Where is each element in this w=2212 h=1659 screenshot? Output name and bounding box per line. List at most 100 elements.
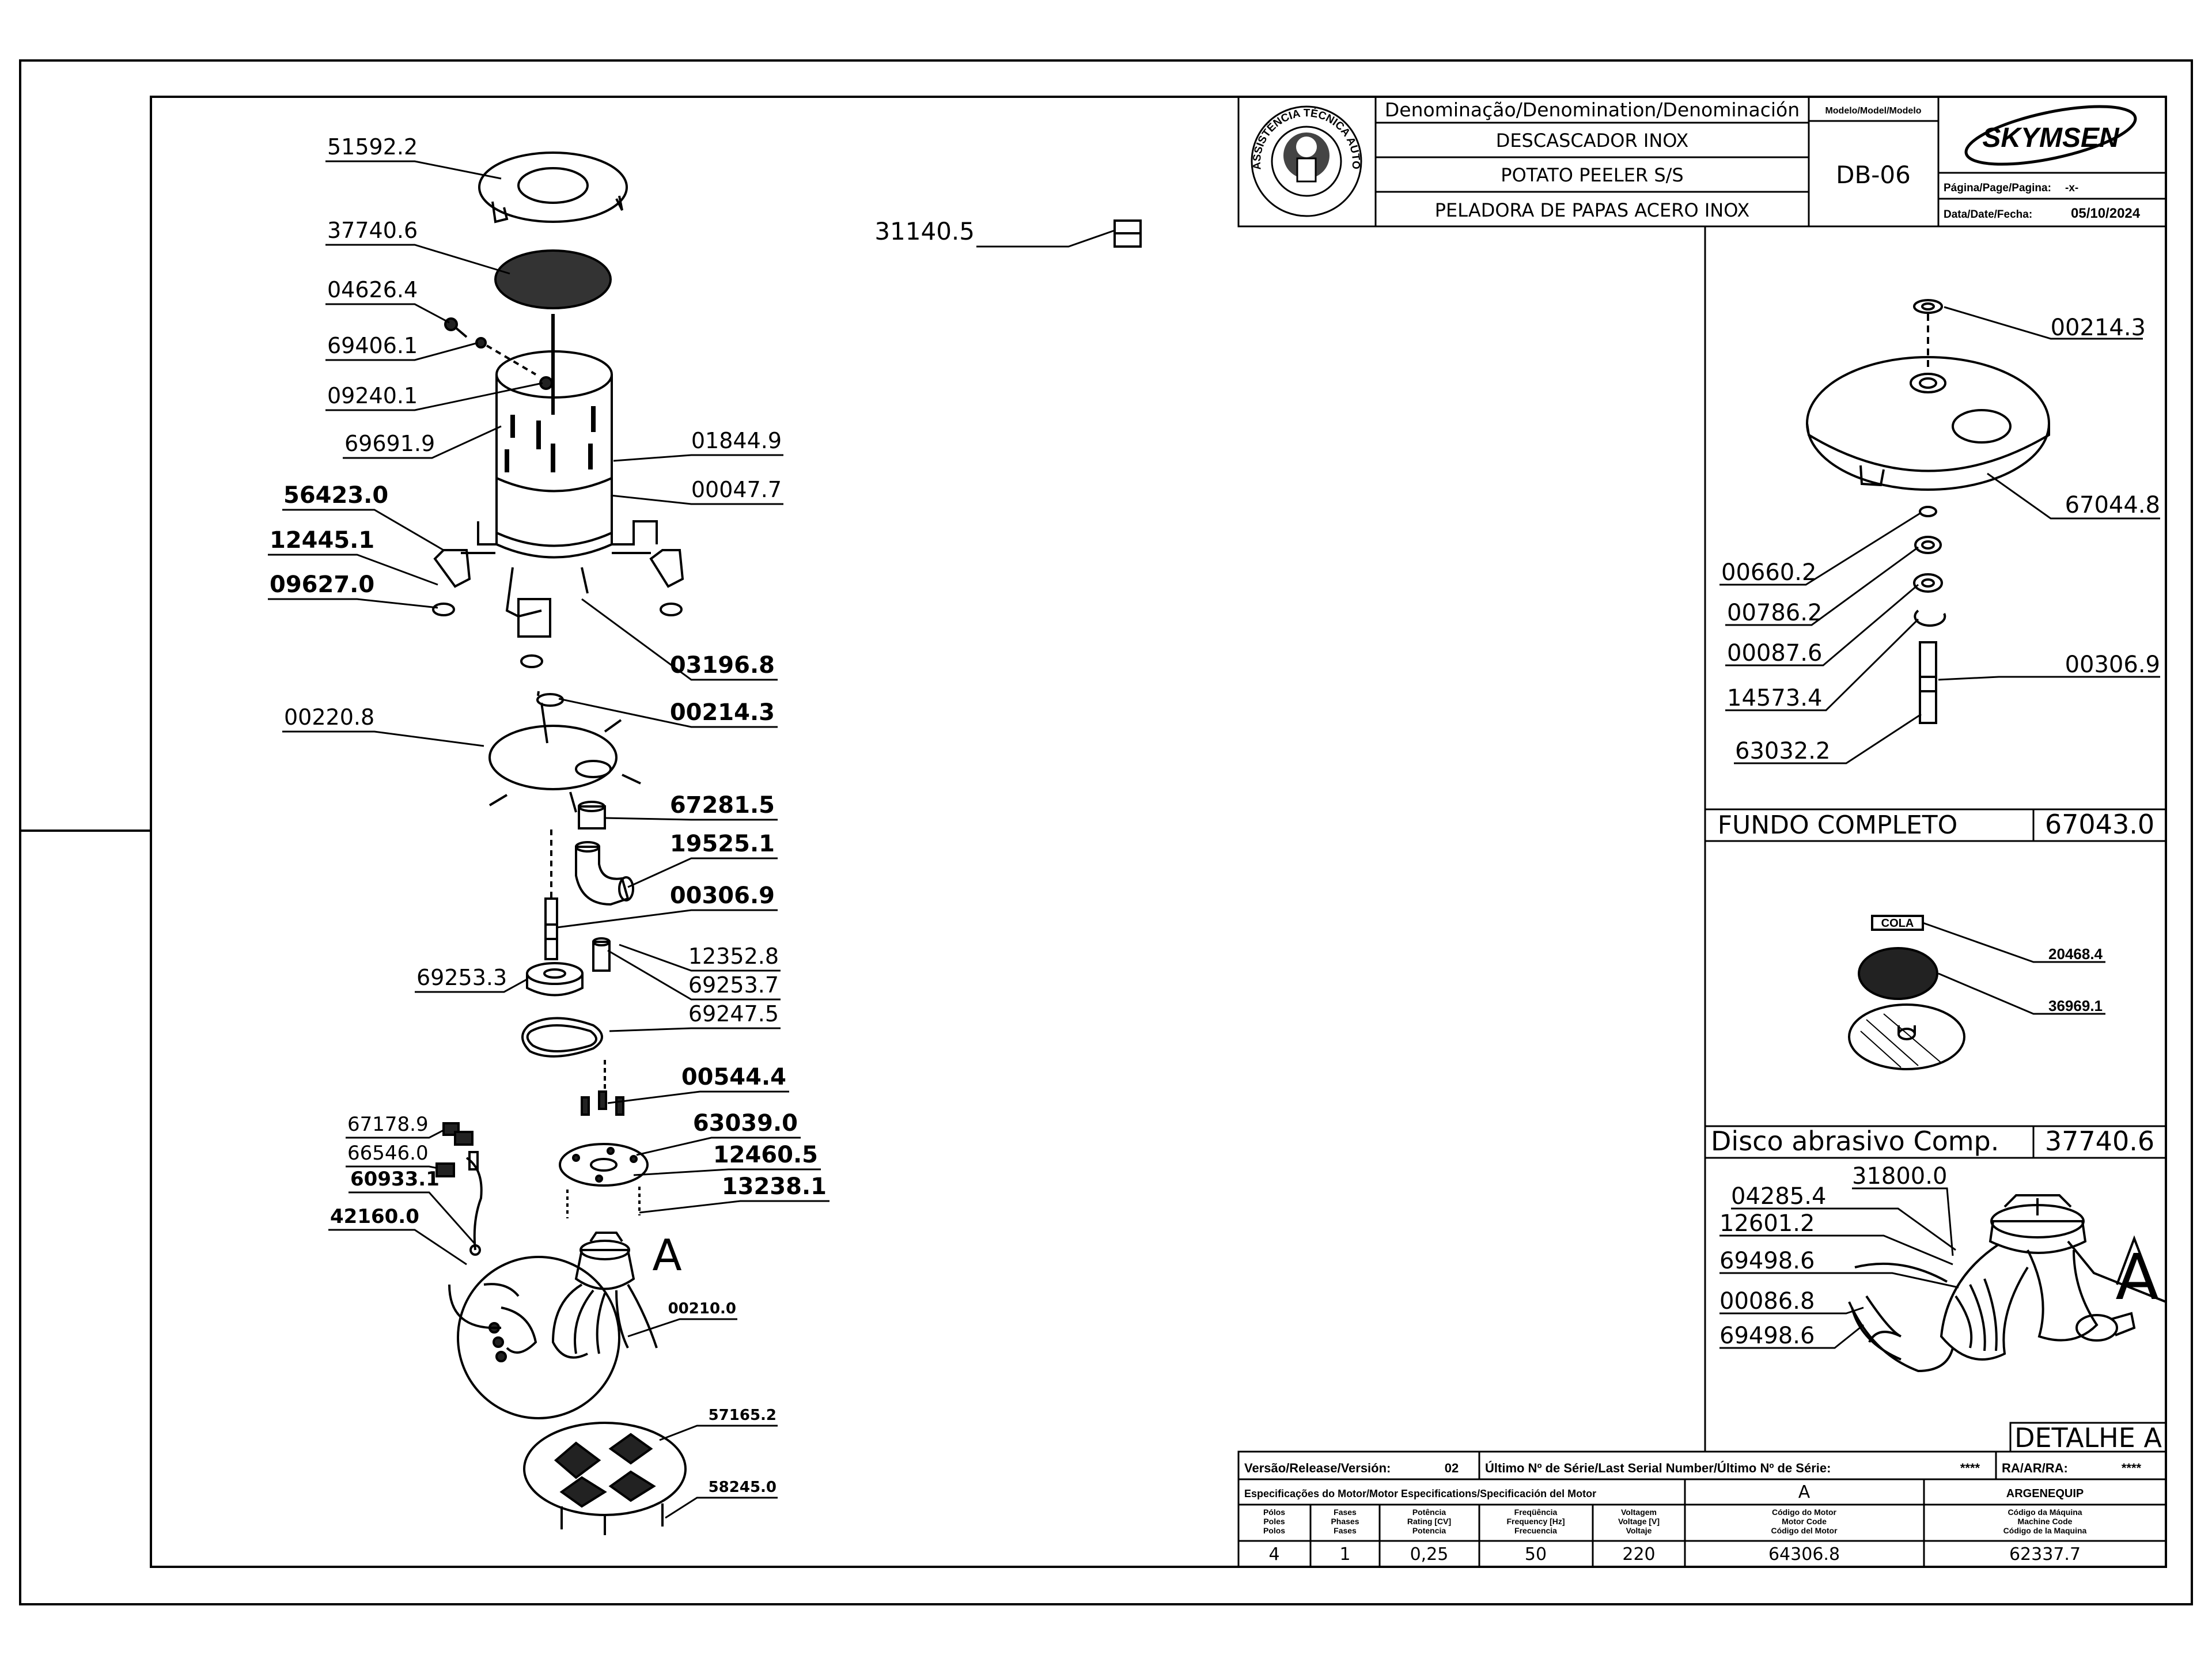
- column-value: 62337.7: [2009, 1544, 2081, 1565]
- part-label-19525-1: 19525.1: [670, 831, 775, 857]
- name-pt: DESCASCADOR INOX: [1496, 130, 1689, 151]
- part-label-00306-9: 00306.9: [670, 882, 775, 909]
- fundo-drawing: [1806, 299, 2050, 724]
- disco-drawing: [1848, 915, 1965, 1070]
- part-label-00544-4: 00544.4: [681, 1064, 786, 1090]
- column-header-line: Rating [CV]: [1407, 1517, 1451, 1526]
- part-label-69406-1: 69406.1: [327, 333, 418, 358]
- part-label-67178-9: 67178.9: [347, 1113, 429, 1136]
- column-value: 220: [1622, 1544, 1655, 1565]
- skymsen-logo: SKYMSEN: [1964, 105, 2137, 166]
- column-header-line: Código del Motor: [1771, 1526, 1838, 1535]
- column-header-line: Polos: [1263, 1526, 1285, 1535]
- version-value: 02: [1445, 1461, 1459, 1475]
- ra-label: RA/AR/RA:: [2002, 1461, 2068, 1475]
- column-header-line: Frecuencia: [1514, 1526, 1557, 1535]
- motor-table: [1237, 1450, 2167, 1568]
- column-value: 0,25: [1410, 1544, 1449, 1565]
- fundo-label-63032-2: 63032.2: [1735, 738, 1830, 764]
- part-label-63039-0: 63039.0: [693, 1110, 798, 1137]
- detalhe-label-31800-0: 31800.0: [1852, 1163, 1947, 1190]
- part-label-12352-8: 12352.8: [688, 944, 779, 969]
- seal-text: ASSISTÊNCIA TÉCNICA AUTORIZADA: [0, 0, 1362, 171]
- column-header-line: Potência: [1412, 1508, 1446, 1517]
- column-header-line: Fases: [1334, 1508, 1357, 1517]
- motor-spec-label: Especificações do Motor/Motor Especifica…: [1244, 1488, 1596, 1499]
- fundo-label-00214-3: 00214.3: [2051, 315, 2146, 341]
- detalhe-drawing: [1848, 1194, 2166, 1373]
- leader-lines: [268, 160, 1115, 1519]
- detalhe-label-00086-8: 00086.8: [1719, 1288, 1815, 1315]
- fundo-label-14573-4: 14573.4: [1727, 685, 1822, 711]
- part-label-00047-7: 00047.7: [691, 477, 782, 502]
- part-label-51592-2: 51592.2: [327, 134, 418, 160]
- column-header-line: Phases: [1331, 1517, 1359, 1526]
- fundo-title: FUNDO COMPLETO: [1718, 810, 1958, 840]
- outer-frame: [19, 59, 2193, 1605]
- authorized-service-seal: ASSISTÊNCIA TÉCNICA AUTORIZADA: [0, 0, 1362, 217]
- detalhe-letter: A: [2115, 1240, 2158, 1314]
- disco-title: Disco abrasivo Comp.: [1711, 1126, 1999, 1157]
- part-label-00220-8: 00220.8: [284, 704, 374, 730]
- part-label-31140-5: 31140.5: [874, 217, 975, 245]
- name-es: PELADORA DE PAPAS ACERO INOX: [1435, 199, 1750, 221]
- exploded-view: [432, 151, 1142, 1535]
- disco-label-20468-4: 20468.4: [2048, 945, 2103, 963]
- motor-letter: A: [1798, 1482, 1810, 1502]
- column-header-line: Frequency [Hz]: [1506, 1517, 1565, 1526]
- detalhe-label-12601-2: 12601.2: [1719, 1210, 1815, 1237]
- detalhe-title: DETALHE A: [2014, 1422, 2162, 1453]
- column-value: 1: [1339, 1544, 1350, 1565]
- part-label-67281-5: 67281.5: [670, 792, 775, 819]
- column-value: 50: [1525, 1544, 1547, 1565]
- part-label-01844-9: 01844.9: [691, 428, 782, 453]
- main-part-labels: 51592.237740.604626.469406.109240.169691…: [270, 134, 975, 1496]
- part-label-69247-5: 69247.5: [688, 1001, 779, 1027]
- title-block: [1237, 96, 2167, 228]
- page-value: -x-: [2065, 182, 2078, 194]
- fundo-label-00306-9: 00306.9: [2065, 652, 2160, 678]
- column-header-line: Freqüência: [1514, 1508, 1558, 1517]
- column-header-line: Fases: [1334, 1526, 1357, 1535]
- model-header: Modelo/Model/Modelo: [1825, 106, 1921, 116]
- part-label-58245-0: 58245.0: [709, 1479, 777, 1496]
- part-label-66546-0: 66546.0: [347, 1142, 429, 1165]
- detalhe-label-69498-6-a: 69498.6: [1719, 1248, 1815, 1274]
- part-label-03196-8: 03196.8: [670, 652, 775, 679]
- cola-tag: COLA: [1881, 917, 1914, 930]
- column-header-line: Voltagem: [1621, 1508, 1657, 1517]
- detalhe-label-04285-4: 04285.4: [1731, 1183, 1826, 1210]
- fundo-label-00660-2: 00660.2: [1721, 559, 1816, 586]
- part-label-57165-2: 57165.2: [709, 1407, 777, 1424]
- page-label: Página/Page/Pagina:: [1944, 182, 2051, 194]
- model-value: DB-06: [1836, 161, 1911, 189]
- version-label: Versão/Release/Versión:: [1244, 1461, 1391, 1475]
- column-header-line: Machine Code: [2018, 1517, 2073, 1526]
- serial-label: Último Nº de Série/Last Serial Number/Úl…: [1485, 1461, 1831, 1475]
- part-label-12445-1: 12445.1: [270, 527, 374, 554]
- brand-name: SKYMSEN: [1982, 123, 2120, 153]
- column-header-line: Código da Máquina: [2008, 1508, 2082, 1517]
- denomination-header: Denominação/Denomination/Denominación: [1385, 99, 1800, 121]
- part-label-00214-3: 00214.3: [670, 699, 775, 726]
- column-header-line: Potencia: [1412, 1526, 1446, 1535]
- column-value: 4: [1268, 1544, 1279, 1565]
- part-label-13238-1: 13238.1: [722, 1173, 827, 1200]
- disco-label-36969-1: 36969.1: [2048, 997, 2103, 1014]
- part-label-09627-0: 09627.0: [270, 571, 374, 598]
- part-label-69253-7: 69253.7: [688, 972, 779, 998]
- fundo-label-00786-2: 00786.2: [1727, 600, 1822, 626]
- date-value: 05/10/2024: [2071, 206, 2141, 221]
- column-header-line: Poles: [1263, 1517, 1285, 1526]
- part-label-42160-0: 42160.0: [330, 1205, 419, 1228]
- column-headers: PólosPolesPolosFasesPhasesFasesPotênciaR…: [1263, 1508, 2087, 1535]
- part-label-12460-5: 12460.5: [713, 1142, 818, 1168]
- fundo-label-67044-8: 67044.8: [2065, 492, 2160, 518]
- part-label-00210-0: 00210.0: [668, 1300, 736, 1317]
- ra-value: ****: [2122, 1461, 2142, 1475]
- svg-text:ASSISTÊNCIA TÉCNICA AUTORIZADA: ASSISTÊNCIA TÉCNICA AUTORIZADA: [0, 0, 1362, 171]
- part-label-56423-0: 56423.0: [283, 482, 388, 509]
- fundo-label-00087-6: 00087.6: [1727, 640, 1822, 666]
